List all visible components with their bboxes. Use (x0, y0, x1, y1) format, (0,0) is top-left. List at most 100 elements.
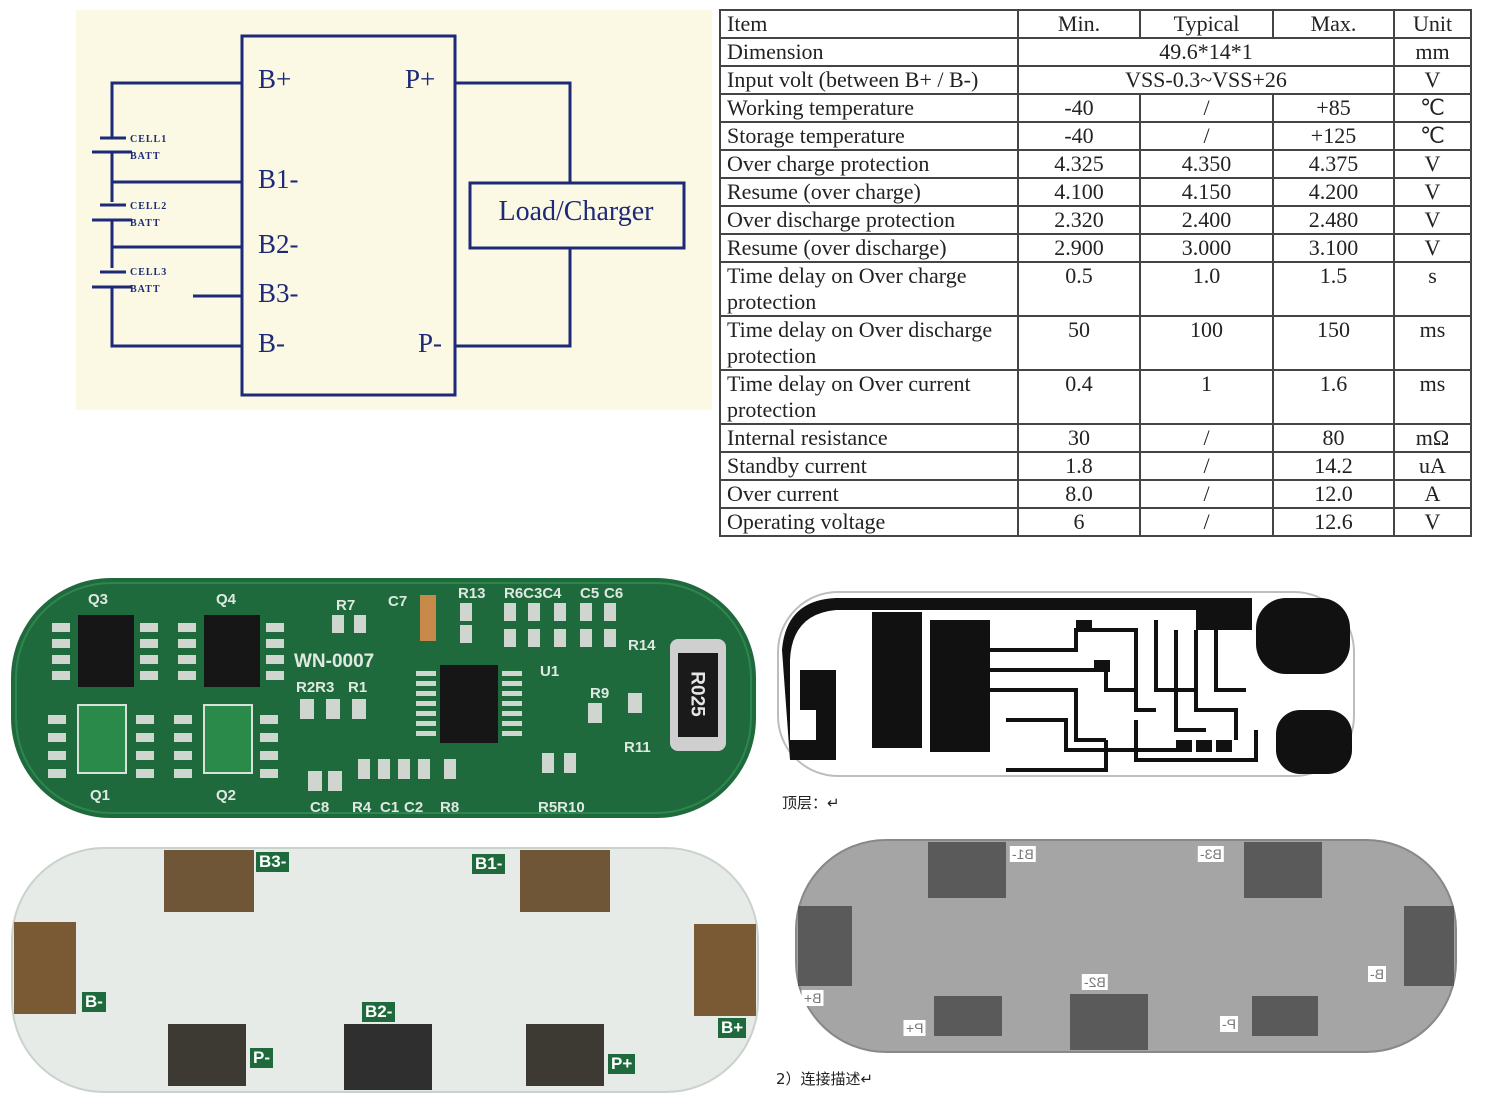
cell-item: Resume (over discharge) (719, 233, 1019, 263)
label-r7: R7 (336, 597, 356, 614)
cell-unit: V (1393, 177, 1472, 207)
label-r5r10: R5R10 (538, 799, 585, 816)
label-c8: C8 (310, 799, 330, 816)
cell-max: 12.0 (1272, 479, 1395, 509)
pin-p-plus: P+ (405, 64, 436, 94)
cell1-label: CELL1 (130, 134, 168, 145)
cell-max: 12.6 (1272, 507, 1395, 537)
cell-merged-value: VSS-0.3~VSS+26 (1017, 65, 1395, 95)
cell-max: 1.6 (1272, 369, 1395, 425)
cell-unit: V (1393, 149, 1472, 179)
pcb-bottom-photo: B3- B1- B- B2- P- P+ B+ (8, 844, 760, 1096)
label-c7: C7 (388, 593, 408, 610)
wire-p-minus (455, 248, 572, 348)
cell-item: Standby current (719, 451, 1019, 481)
label-q2: Q2 (216, 787, 237, 804)
pin-b-minus: B- (258, 328, 285, 358)
cell-typical: 3.000 (1139, 233, 1274, 263)
pad-label-b1-minus: B1- (472, 854, 506, 874)
cell-max: 2.480 (1272, 205, 1395, 235)
cell-max: 80 (1272, 423, 1395, 453)
label-r2r3: R2R3 (296, 679, 335, 696)
cell-typical: / (1139, 507, 1274, 537)
layout-pad-label-p-plus: P+ (904, 1020, 926, 1036)
cell-max: 1.5 (1272, 261, 1395, 317)
layout-pad-label-b-minus: B- (1368, 966, 1386, 982)
header-typical: Typical (1139, 9, 1274, 39)
cell-min: 4.325 (1017, 149, 1141, 179)
cell-max: 4.375 (1272, 149, 1395, 179)
label-c2: C2 (404, 799, 424, 816)
schematic-diagram: B+ B1- B2- B3- B- P+ P- Load/Charger CEL… (0, 0, 715, 420)
label-q1: Q1 (90, 787, 111, 804)
cell-typical: / (1139, 451, 1274, 481)
pcb-top-drawing (11, 578, 756, 818)
cell1-batt-label: BATT (130, 151, 161, 162)
protection-ic-box (240, 34, 457, 397)
cell-item: Internal resistance (719, 423, 1019, 453)
cell-unit: mm (1393, 37, 1472, 67)
label-r9: R9 (590, 685, 610, 702)
cell-unit: V (1393, 233, 1472, 263)
table-row: Working temperature-40/+85℃ (719, 93, 1472, 123)
label-r14: R14 (628, 637, 656, 654)
cell-item: Over current (719, 479, 1019, 509)
cell-min: 4.100 (1017, 177, 1141, 207)
cell-min: 30 (1017, 423, 1141, 453)
cell-unit: V (1393, 205, 1472, 235)
cell-unit: ℃ (1393, 93, 1472, 123)
cell-typical: / (1139, 93, 1274, 123)
schematic-wires (92, 34, 686, 397)
cell-unit: s (1393, 261, 1472, 317)
label-c5: C5 (580, 585, 600, 602)
cell-min: 2.320 (1017, 205, 1141, 235)
cell-typical: 2.400 (1139, 205, 1274, 235)
cell-typical: 1 (1139, 369, 1274, 425)
cell-unit: mΩ (1393, 423, 1472, 453)
cell-unit: uA (1393, 451, 1472, 481)
cell-min: 50 (1017, 315, 1141, 371)
cell-item: Over discharge protection (719, 205, 1019, 235)
pin-p-minus: P- (418, 328, 443, 358)
cell-min: -40 (1017, 121, 1141, 151)
pad-label-b3-minus: B3- (256, 852, 290, 872)
cell-item: Working temperature (719, 93, 1019, 123)
wire-b-minus (110, 287, 242, 348)
cell-typical: / (1139, 479, 1274, 509)
pad-label-b-plus: B+ (718, 1018, 747, 1038)
pcb-layout-top-drawing (777, 591, 1355, 777)
pcb-layout-bottom: B1- B3- B+ B2- B- P+ P- (794, 838, 1458, 1056)
label-q4: Q4 (216, 591, 237, 608)
cell-item: Over charge protection (719, 149, 1019, 179)
cell-max: 3.100 (1272, 233, 1395, 263)
label-q3: Q3 (88, 591, 109, 608)
pcb-bottom-drawing (11, 847, 759, 1093)
cell-max: +85 (1272, 93, 1395, 123)
header-item: Item (719, 9, 1019, 39)
layout-bottom-caption: 2）连接描述↵ (776, 1070, 874, 1088)
pin-b2-minus: B2- (258, 229, 299, 259)
label-u1: U1 (540, 663, 560, 680)
table-header-row: Item Min. Typical Max. Unit (719, 9, 1472, 39)
board-id-text: WN-0007 (294, 651, 375, 672)
cell-unit: ms (1393, 369, 1472, 425)
pcb-layout-bottom-drawing (795, 839, 1457, 1053)
cell-unit: A (1393, 479, 1472, 509)
label-r4: R4 (352, 799, 372, 816)
layout-pad-label-p-minus: P- (1220, 1016, 1238, 1032)
cell2-label: CELL2 (130, 201, 168, 212)
load-charger-box (468, 181, 686, 250)
cell-min: 0.5 (1017, 261, 1141, 317)
layout-pad-label-b1-minus: B1- (1010, 846, 1036, 862)
label-r1: R1 (348, 679, 368, 696)
wire-p-plus (455, 81, 572, 183)
